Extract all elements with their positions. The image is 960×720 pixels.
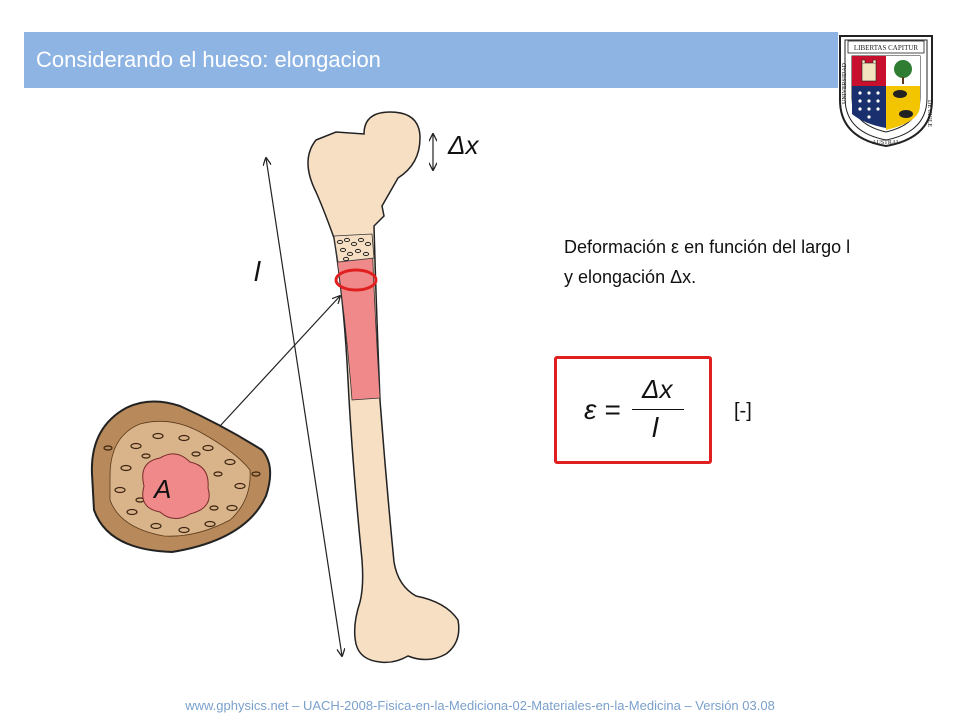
svg-text:UNIVERSIDAD: UNIVERSIDAD — [842, 62, 848, 104]
formula-units: [-] — [734, 400, 752, 422]
fraction-line — [632, 409, 684, 410]
area-label: A — [154, 474, 172, 504]
spongy-bone-section — [333, 233, 375, 263]
svg-text:LIBERTAS CAPITUR: LIBERTAS CAPITUR — [854, 44, 918, 52]
delta-x-label: Δx — [448, 130, 479, 160]
svg-text:DE CHILE: DE CHILE — [926, 100, 932, 127]
formula-numerator: Δx — [642, 374, 673, 404]
svg-text:AUSTRAL: AUSTRAL — [872, 140, 900, 146]
formula-lhs: ε = — [584, 394, 621, 425]
formula-box — [554, 356, 712, 464]
title-bar: Considerando el hueso: elongacion — [24, 32, 838, 88]
pointer-arrow — [219, 296, 340, 427]
length-label: l — [254, 256, 261, 287]
description-text: Deformación ε en función del largo l y e… — [564, 237, 851, 287]
slide-title: Considerando el hueso: elongacion — [36, 47, 381, 72]
formula-denominator: l — [652, 412, 659, 443]
footer-credit: www.gphysics.net – UACH-2008-Fisica-en-l… — [185, 698, 775, 713]
cross-section-marrow — [142, 453, 210, 519]
university-crest-logo: LIBERTAS CAPITUR UNIVERSIDAD AUSTRAL DE … — [839, 35, 933, 148]
length-arrow — [266, 158, 342, 656]
